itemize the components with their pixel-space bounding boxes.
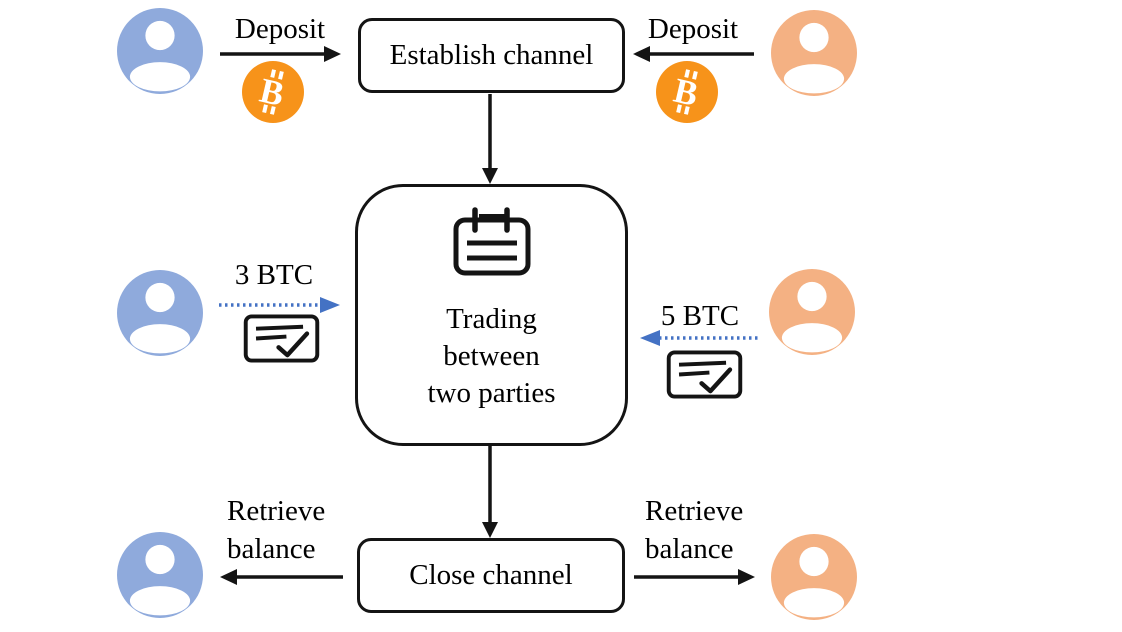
trading-label: Trading between two parties <box>427 303 556 409</box>
bitcoin-icon: B <box>242 61 304 123</box>
bitcoin-icon: B <box>656 61 718 123</box>
deposit-arrow-left <box>220 45 342 63</box>
btc-transfer-arrow-right <box>637 330 761 346</box>
flow-arrow-trading-to-close <box>481 446 499 538</box>
close-channel-label: Close channel <box>409 559 573 591</box>
close-channel-node: Close channel <box>357 538 625 613</box>
amount-label-right: 5 BTC <box>660 300 740 332</box>
trading-node: Trading between two parties <box>355 184 628 446</box>
user-a-avatar-icon <box>117 270 203 356</box>
establish-channel-node: Establish channel <box>358 18 625 93</box>
retrieve-arrow-right <box>634 568 756 586</box>
establish-channel-label: Establish channel <box>389 39 594 71</box>
user-a-avatar-icon <box>117 8 203 94</box>
user-b-avatar-icon <box>771 534 857 620</box>
user-b-avatar-icon <box>771 10 857 96</box>
deposit-label-left: Deposit <box>234 13 326 45</box>
user-a-avatar-icon <box>117 532 203 618</box>
signed-document-icon <box>243 314 320 363</box>
memo-icon <box>452 207 532 277</box>
deposit-arrow-right <box>632 45 754 63</box>
signed-document-icon <box>666 350 743 399</box>
deposit-label-right: Deposit <box>647 13 739 45</box>
user-b-avatar-icon <box>769 269 855 355</box>
retrieve-balance-label-left: Retrieve balance <box>227 495 326 565</box>
amount-label-left: 3 BTC <box>234 259 314 291</box>
flow-arrow-establish-to-trading <box>481 94 499 184</box>
btc-transfer-arrow-left <box>219 297 343 313</box>
retrieve-balance-label-right: Retrieve balance <box>645 495 744 565</box>
retrieve-arrow-left <box>219 568 343 586</box>
